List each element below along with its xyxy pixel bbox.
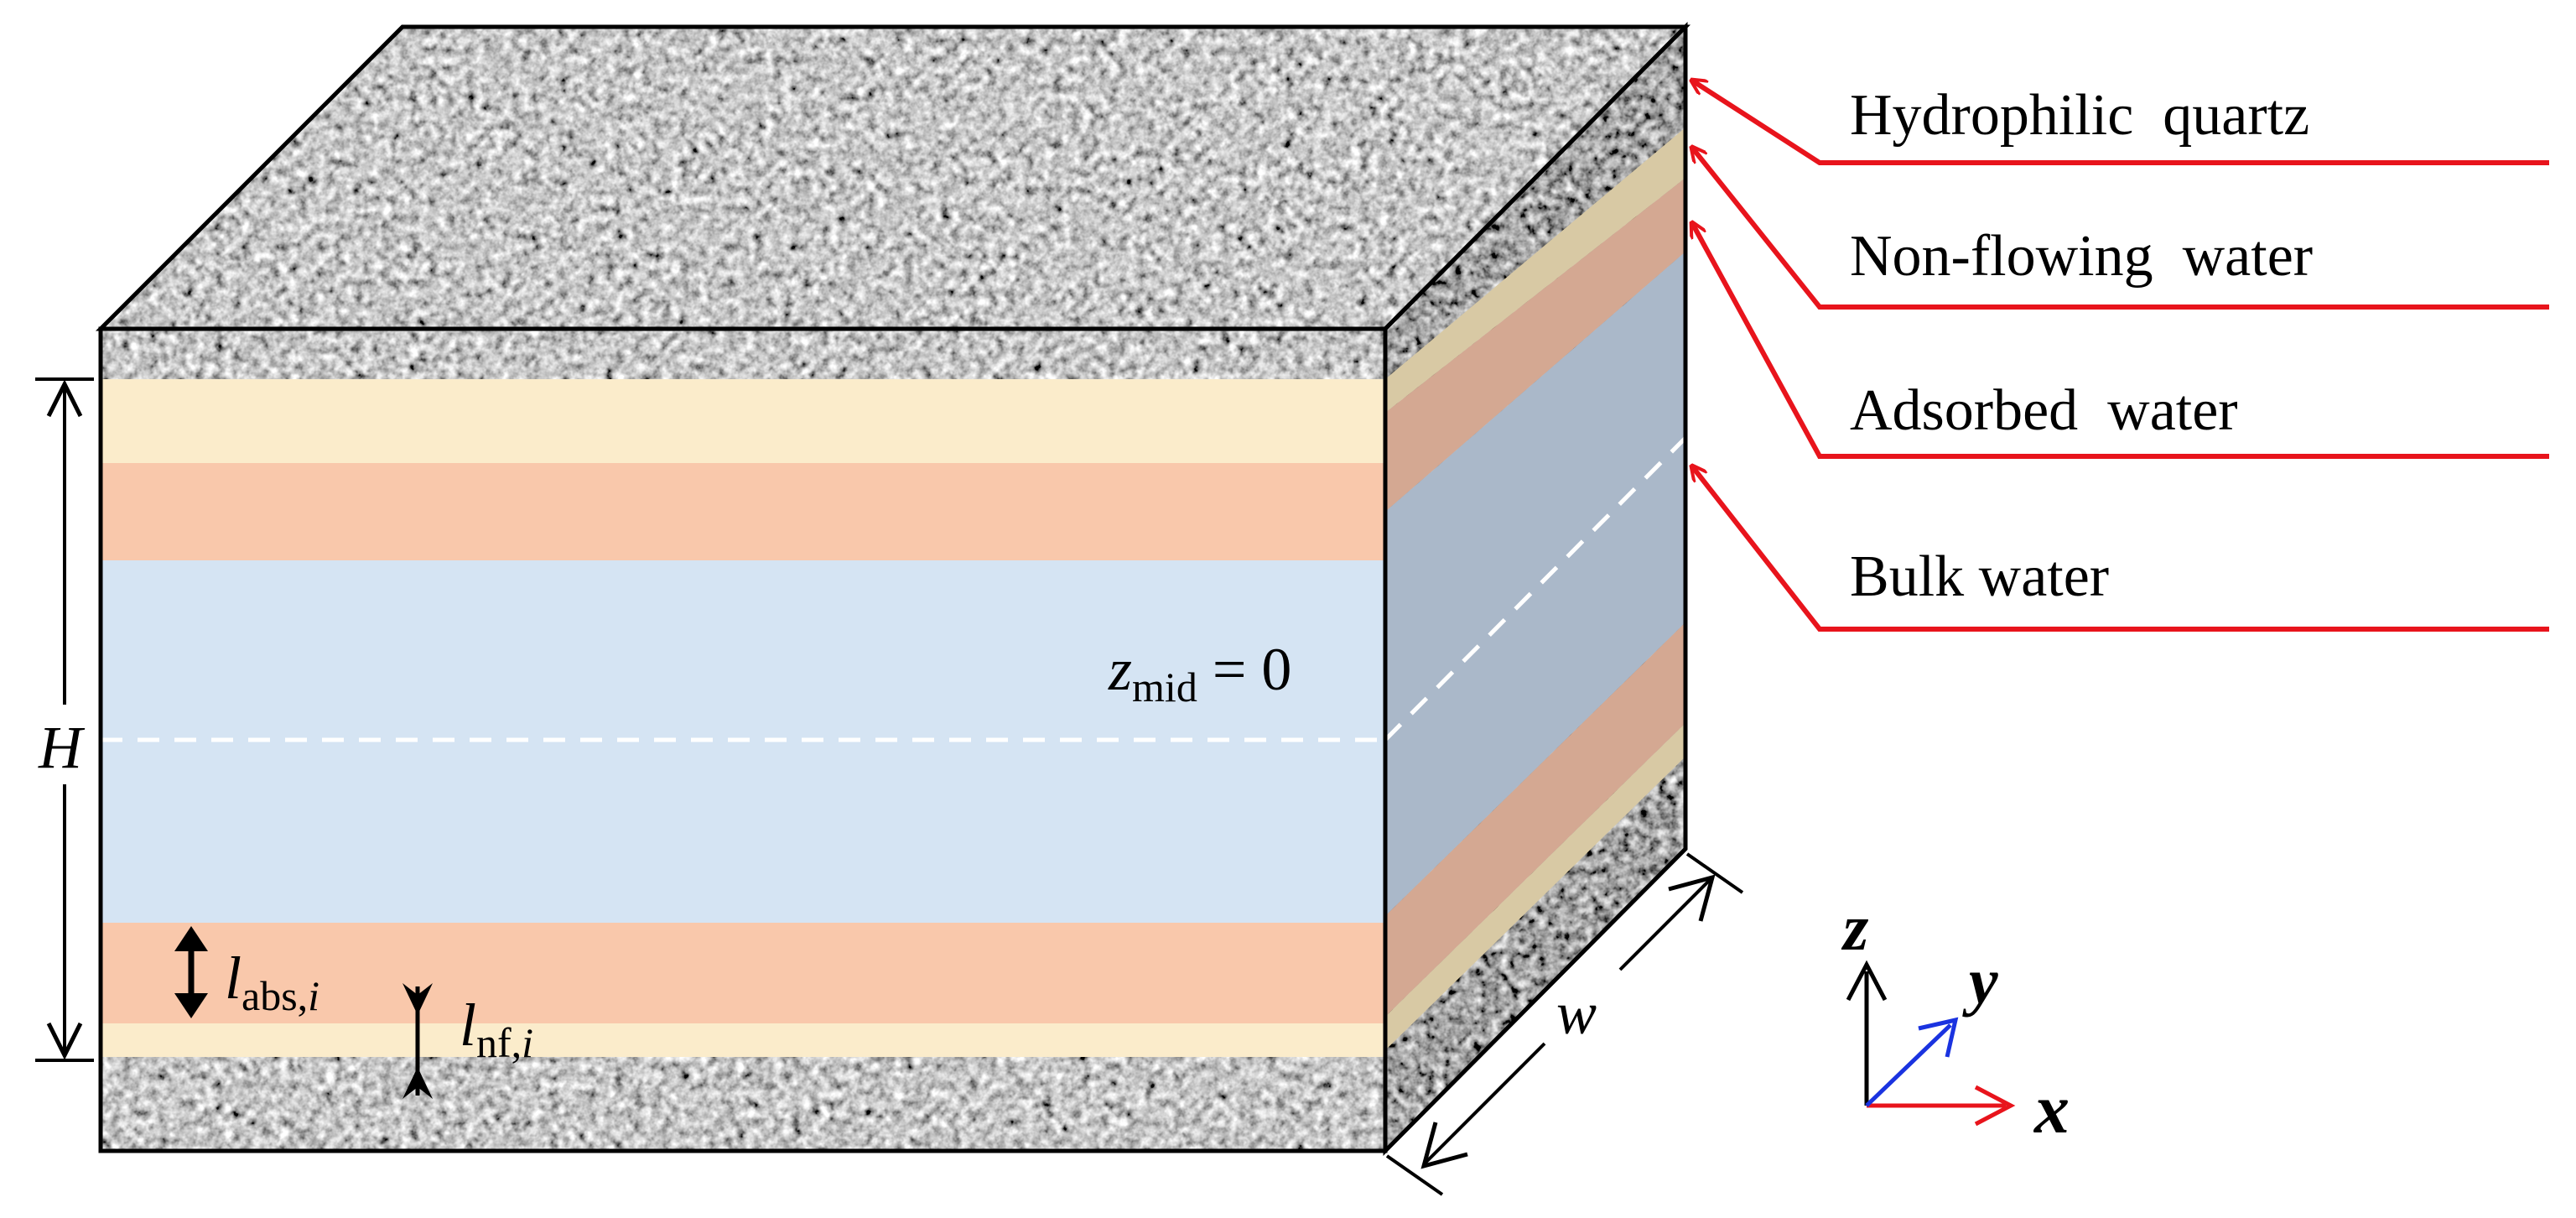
label-bulk-water: Bulk water xyxy=(1850,544,2109,609)
lnf-marker: lnf,i xyxy=(402,983,533,1099)
height-dimension: H xyxy=(35,377,94,1062)
width-dimension: w xyxy=(1385,852,1744,1196)
label-nonflowing-water: Non-flowing water xyxy=(1850,224,2313,289)
leader-quartz xyxy=(1692,81,2549,165)
front-adsorbed-bottom xyxy=(101,923,1385,1023)
front-adsorbed-top xyxy=(101,463,1385,560)
zmid-label: zmid = 0 xyxy=(1108,636,1291,710)
leader-nonflowing xyxy=(1692,148,2549,310)
zmid-var: z xyxy=(1108,636,1132,703)
axis-y-line xyxy=(1865,1023,1952,1107)
width-label: w xyxy=(1556,980,1597,1047)
leader-adsorbed xyxy=(1692,223,2549,459)
side-nonflowing-top xyxy=(1385,128,1685,413)
axis-z-label: z xyxy=(1841,891,1869,964)
axis-x-label: x xyxy=(2033,1070,2070,1148)
side-nonflowing-bottom xyxy=(1385,723,1685,1050)
side-adsorbed-bottom xyxy=(1385,622,1685,1017)
axis-y-label: y xyxy=(1962,945,1998,1018)
leader-bulk xyxy=(1692,466,2549,632)
front-nonflowing-bottom xyxy=(101,1023,1385,1057)
labs-marker: labs,i xyxy=(174,926,319,1019)
front-nonflowing-top xyxy=(101,379,1385,463)
side-bulk xyxy=(1385,252,1685,916)
front-face xyxy=(98,326,1388,1153)
zmid-eq: = 0 xyxy=(1197,636,1292,703)
height-label: H xyxy=(38,714,86,781)
lnf-label: lnf,i xyxy=(460,992,533,1066)
labs-label: labs,i xyxy=(225,945,319,1019)
coordinate-axes: z y x xyxy=(1841,891,2070,1148)
label-adsorbed-water: Adsorbed water xyxy=(1850,378,2238,443)
leaders xyxy=(1692,81,2549,632)
side-adsorbed-top xyxy=(1385,178,1685,512)
zmid-sub: mid xyxy=(1132,664,1197,710)
top-face xyxy=(95,24,1691,331)
label-hydrophilic-quartz: Hydrophilic quartz xyxy=(1850,83,2309,148)
